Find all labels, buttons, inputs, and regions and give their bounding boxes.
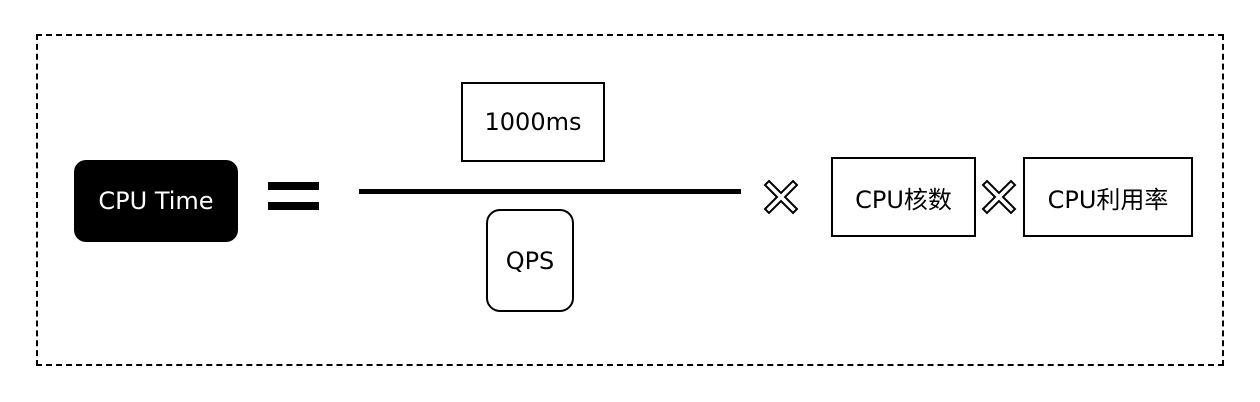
diagram-frame [36,34,1224,366]
denominator-label: QPS [505,246,555,275]
numerator-label: 1000ms [484,108,582,136]
cpu-utilization-box: CPU利用率 [1023,157,1193,237]
equals-bar-bottom [268,202,319,210]
cpu-cores-box: CPU核数 [831,157,976,237]
fraction-line [359,189,741,194]
cpu-cores-label: CPU核数 [855,185,952,214]
cpu-time-label: CPU Time [98,187,214,215]
multiply-icon [981,179,1017,215]
multiply-icon [763,179,799,215]
cpu-time-node: CPU Time [74,160,238,242]
numerator-box: 1000ms [461,82,605,162]
equals-icon [268,182,319,210]
denominator-box: QPS [486,209,574,312]
cpu-utilization-label: CPU利用率 [1047,185,1169,214]
equals-bar-top [268,182,319,190]
